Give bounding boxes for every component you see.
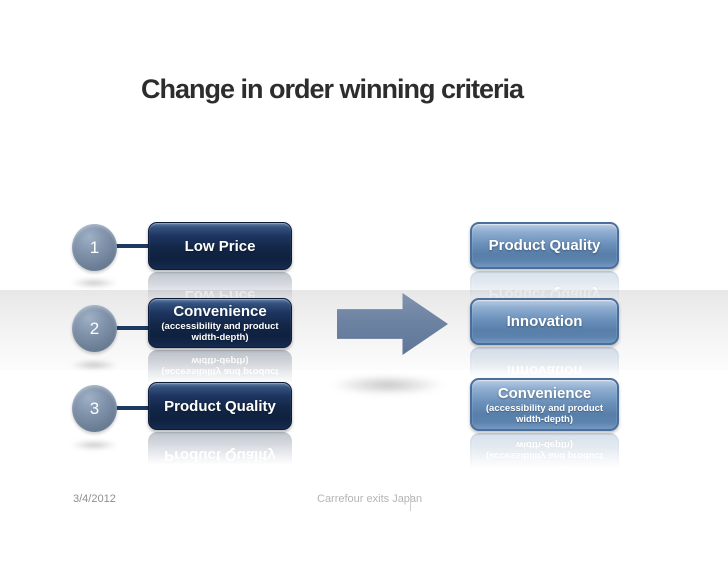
old-criterion-box-2: Convenience (accessibility and product w…: [148, 298, 292, 348]
old-criterion-2-sublabel: (accessibility and product width-depth): [161, 321, 279, 343]
new-criterion-box-2: Innovation: [470, 298, 619, 345]
old-criterion-2-label: Convenience: [173, 303, 267, 320]
new-criterion-3-sublabel: (accessibility and product width-depth): [485, 402, 604, 425]
connector-line-1: [112, 244, 150, 248]
step-number-2: 2: [72, 305, 117, 352]
connector-line-3: [112, 406, 150, 410]
circle-2-shadow: [70, 360, 118, 370]
old-criterion-1-label: Low Price: [184, 237, 256, 255]
step-number-2-label: 2: [89, 318, 100, 338]
circle-3-shadow: [70, 440, 118, 450]
new-criterion-1-label: Product Quality: [488, 237, 601, 254]
step-number-3: 3: [72, 385, 117, 432]
old-criterion-box-3: Product Quality: [148, 382, 292, 430]
new-criterion-box-3-reflection: Convenience (accessibility and product w…: [470, 433, 619, 486]
footer-note: Carrefour exits Japan: [317, 493, 423, 505]
step-number-3-label: 3: [89, 398, 100, 418]
circle-1-shadow: [70, 278, 118, 288]
new-criterion-2-label: Innovation: [506, 313, 583, 330]
step-number-1: 1: [72, 224, 117, 271]
old-criterion-box-3-reflection: Product Quality: [148, 432, 292, 480]
footer-divider: [410, 494, 411, 511]
new-criterion-3-label: Convenience: [497, 384, 592, 402]
step-number-1-label: 1: [89, 237, 100, 257]
old-criterion-box-1: Low Price: [148, 222, 292, 270]
new-criterion-box-1: Product Quality: [470, 222, 619, 269]
connector-line-2: [112, 326, 150, 330]
footer-date: 3/4/2012: [73, 493, 116, 505]
slide-title: Change in order winning criteria: [141, 74, 524, 104]
old-criterion-3-label: Product Quality: [164, 397, 276, 415]
new-criterion-box-3: Convenience (accessibility and product w…: [470, 378, 619, 431]
arrow-shadow: [330, 375, 445, 395]
